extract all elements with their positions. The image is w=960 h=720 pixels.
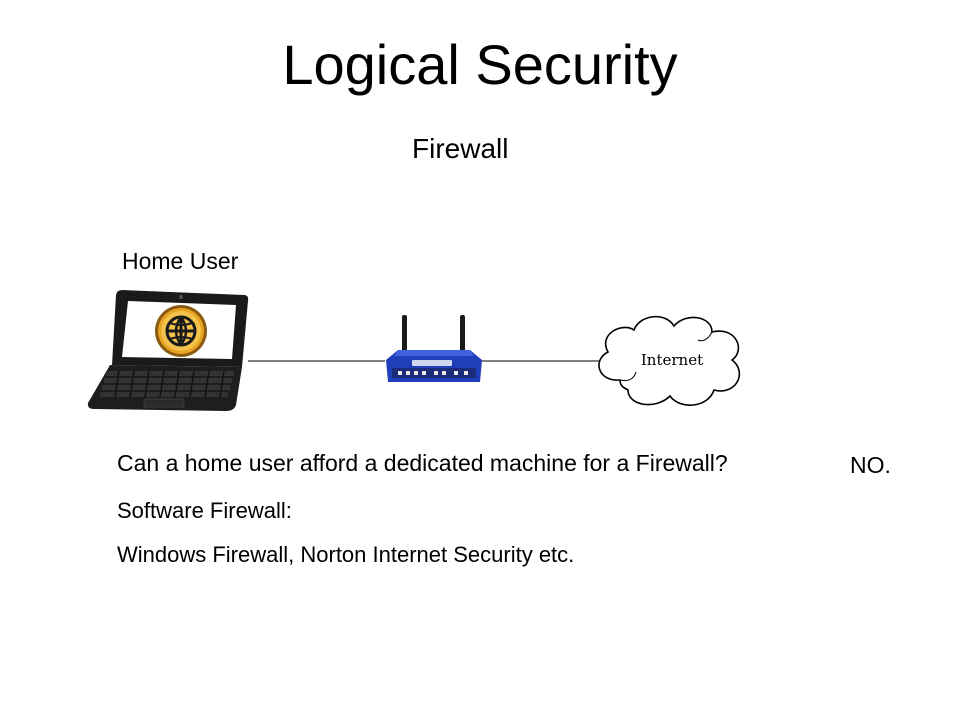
question-text: Can a home user afford a dedicated machi… [117, 450, 728, 476]
home-user-label: Home User [122, 248, 239, 274]
software-firewall-examples: Windows Firewall, Norton Internet Securi… [117, 542, 575, 567]
router-icon [386, 315, 482, 382]
cloud-label: Internet [641, 351, 703, 369]
slide-subtitle: Firewall [412, 133, 509, 164]
answer-text: NO. [850, 452, 891, 478]
cloud-icon: Internet [598, 315, 741, 406]
slide-title: Logical Security [282, 33, 678, 96]
software-firewall-label: Software Firewall: [117, 498, 292, 523]
globe-icon [155, 305, 207, 357]
